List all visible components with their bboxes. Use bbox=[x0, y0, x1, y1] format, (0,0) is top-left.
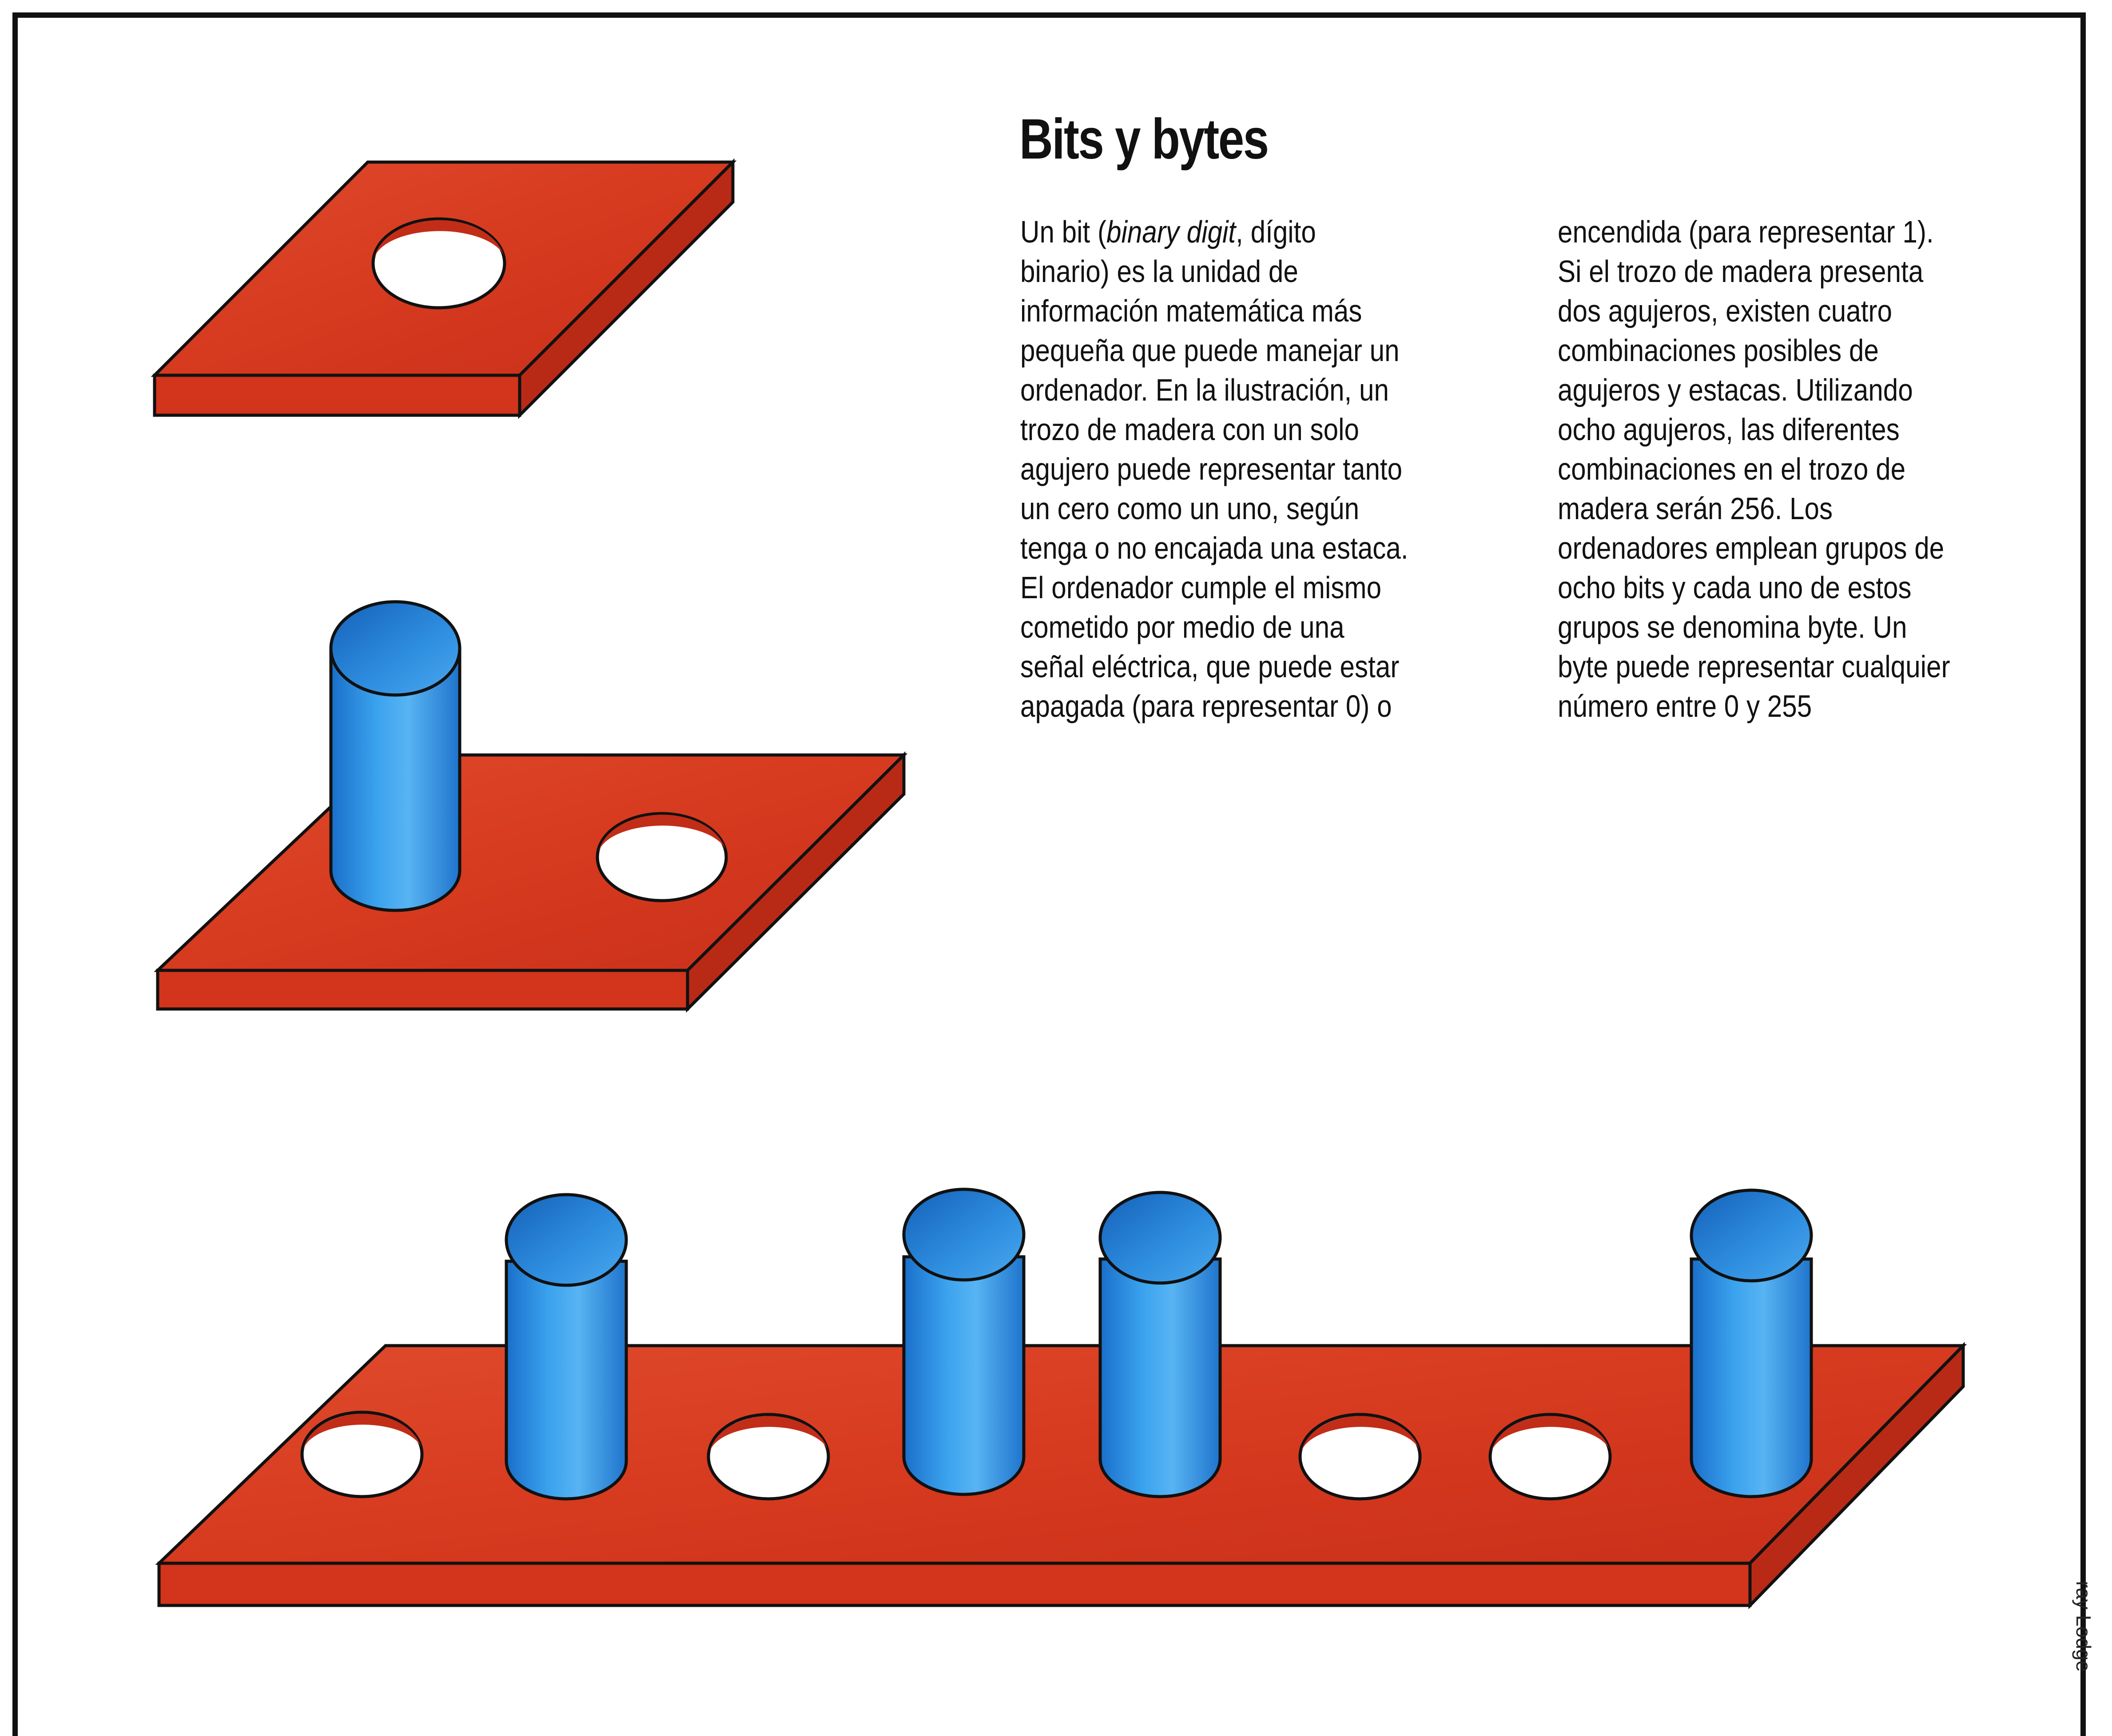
body-line: agujero puede representar tanto bbox=[1020, 452, 1403, 486]
body-column-1: Un bit (binary digit, dígito binario) es… bbox=[1020, 212, 1408, 726]
peg-4 bbox=[902, 1188, 1026, 1496]
body-line: agujeros y estacas. Utilizando bbox=[1558, 373, 1913, 407]
peg bbox=[329, 600, 461, 912]
peg-5 bbox=[1098, 1191, 1222, 1498]
body-line: Un bit (binary digit, dígito bbox=[1020, 212, 1408, 252]
body-line: byte puede representar cualquier bbox=[1558, 649, 1950, 684]
body-line: encendida (para representar 1). bbox=[1558, 215, 1934, 249]
body-line: información matemática más bbox=[1020, 294, 1362, 328]
hole-1 bbox=[300, 1410, 424, 1498]
body-line: El ordenador cumple el mismo bbox=[1020, 570, 1382, 605]
photo-credit: ray Lodge bbox=[2072, 1581, 2095, 1672]
body-line: número entre 0 y 255 bbox=[1558, 689, 1812, 723]
body-line: tenga o no encajada una estaca. bbox=[1020, 531, 1408, 565]
body-line: Si el trozo de madera presenta bbox=[1558, 254, 1924, 289]
body-column-2: encendida (para representar 1). Si el tr… bbox=[1558, 212, 1950, 726]
body-line: combinaciones en el trozo de bbox=[1558, 452, 1906, 486]
article-title: Bits y bytes bbox=[1019, 107, 1269, 171]
hole-7 bbox=[1488, 1413, 1612, 1501]
hole bbox=[596, 812, 728, 902]
hole-6 bbox=[1298, 1413, 1422, 1501]
body-line: ocho bits y cada uno de estos bbox=[1558, 570, 1912, 605]
body-line: pequeña que puede manejar un bbox=[1020, 333, 1400, 368]
body-line: señal eléctrica, que puede estar bbox=[1020, 649, 1400, 684]
body-line: cometido por medio de una bbox=[1020, 610, 1344, 644]
body-line: combinaciones posibles de bbox=[1558, 333, 1879, 368]
body-line: apagada (para representar 0) o bbox=[1020, 689, 1392, 723]
peg-8 bbox=[1690, 1188, 1813, 1498]
two-hole-board bbox=[154, 600, 908, 1013]
body-line: binario) es la unidad de bbox=[1020, 254, 1298, 289]
peg-2 bbox=[505, 1193, 628, 1501]
body-line: grupos se denomina byte. Un bbox=[1558, 610, 1907, 644]
body-line: madera serán 256. Los bbox=[1558, 491, 1833, 526]
body-line: ordenadores emplean grupos de bbox=[1558, 531, 1945, 565]
body-line: ordenador. En la ilustración, un bbox=[1020, 373, 1389, 407]
hole bbox=[371, 217, 506, 310]
hole-3 bbox=[707, 1413, 830, 1501]
byte-board bbox=[155, 1188, 1967, 1609]
single-hole-board bbox=[151, 158, 737, 419]
body-text: Un bit ( bbox=[1020, 215, 1107, 249]
body-text: , dígito bbox=[1236, 215, 1316, 249]
body-line: dos agujeros, existen cuatro bbox=[1558, 294, 1892, 328]
body-line: trozo de madera con un solo bbox=[1020, 412, 1359, 447]
body-line: ocho agujeros, las diferentes bbox=[1558, 412, 1900, 447]
body-text-italic: binary digit bbox=[1106, 215, 1236, 249]
body-line: un cero como un uno, según bbox=[1020, 491, 1360, 526]
